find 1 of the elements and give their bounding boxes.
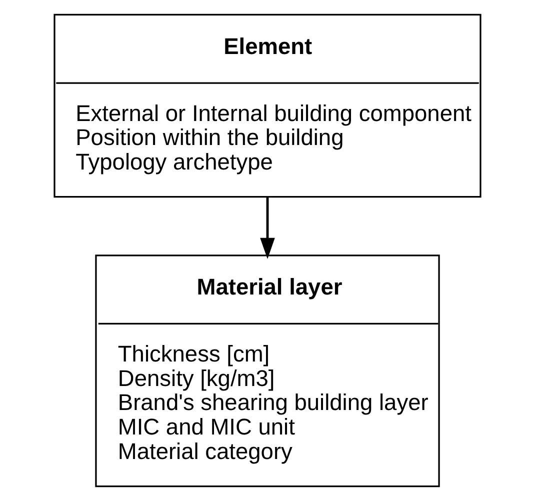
arrow bbox=[260, 198, 275, 260]
